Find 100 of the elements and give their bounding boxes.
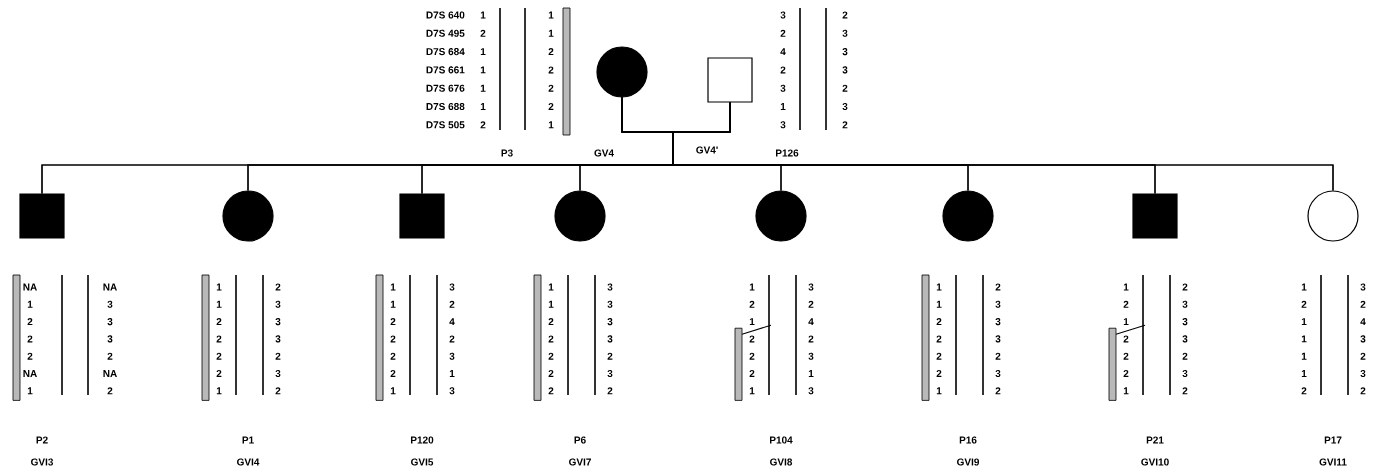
allele-number: 3 (1182, 318, 1188, 326)
allele-number: 1 (1301, 318, 1307, 326)
individual-label: GVI4 (237, 458, 260, 466)
allele-number: 3 (1182, 369, 1188, 378)
allele-number: 1 (808, 370, 814, 377)
allele-number: 2 (1123, 370, 1129, 377)
allele-number: 1 (1301, 335, 1307, 343)
allele-number: 1 (449, 370, 455, 377)
allele-number: 2 (842, 121, 848, 129)
allele-number: 2 (749, 370, 755, 377)
allele-number: 1 (480, 84, 486, 92)
allele-number: 2 (216, 335, 222, 343)
allele-number: 2 (548, 84, 554, 92)
square-symbol (1132, 193, 1178, 239)
allele-number: 2 (275, 352, 281, 360)
allele-number: 3 (607, 318, 613, 326)
allele-number: 2 (390, 370, 396, 377)
allele-number: 1 (480, 103, 486, 110)
circle-symbol (755, 190, 807, 242)
allele-number: 1 (390, 283, 396, 291)
allele-number: 1 (1301, 352, 1307, 360)
allele-number: 2 (548, 318, 554, 326)
allele-number: 2 (607, 387, 613, 395)
allele-number: 2 (1182, 387, 1188, 395)
allele-number: 3 (808, 283, 814, 291)
allele-number: 4 (780, 48, 786, 56)
allele-number: 2 (27, 335, 33, 343)
allele-number: 3 (275, 369, 281, 378)
allele-number: 1 (780, 103, 786, 110)
allele-number: NA (23, 370, 37, 377)
allele-number: 3 (449, 352, 455, 360)
individual-label: P120 (411, 436, 434, 444)
allele-number: 2 (390, 318, 396, 326)
allele-number: 2 (780, 66, 786, 74)
individual-label: P21 (1146, 436, 1164, 444)
allele-number: 2 (1301, 387, 1307, 395)
allele-number: 1 (1123, 283, 1129, 291)
allele-number: 2 (1123, 335, 1129, 343)
allele-number: NA (103, 283, 117, 291)
allele-number: 3 (1360, 369, 1366, 378)
allele-number: 3 (607, 300, 613, 308)
allele-number: 1 (27, 387, 33, 395)
allele-number: 1 (1123, 318, 1129, 326)
allele-number: 2 (607, 352, 613, 360)
allele-number: 3 (995, 318, 1001, 326)
allele-number: 2 (480, 121, 486, 129)
allele-number: 3 (1360, 283, 1366, 291)
allele-number: 3 (780, 11, 786, 19)
allele-number: 2 (749, 335, 755, 343)
allele-number: 2 (1360, 300, 1366, 308)
marker-label: D7S 495 (426, 29, 465, 37)
individual-label: GVI11 (1319, 458, 1347, 466)
allele-number: 4 (1360, 318, 1366, 326)
allele-number: 2 (548, 66, 554, 74)
individual-label: P17 (1324, 436, 1342, 444)
allele-number: 3 (449, 387, 455, 395)
circle-symbol (554, 190, 606, 242)
allele-number: 2 (936, 318, 942, 326)
allele-number: 2 (1360, 352, 1366, 360)
allele-number: 3 (1182, 335, 1188, 343)
allele-number: 2 (1123, 352, 1129, 360)
allele-number: 2 (1182, 352, 1188, 360)
circle-symbol (596, 46, 648, 98)
allele-number: 3 (607, 369, 613, 378)
individual-label: P104 (770, 436, 793, 444)
allele-number: 3 (1360, 335, 1366, 343)
marker-label: D7S 684 (426, 48, 465, 56)
allele-number: 3 (1182, 300, 1188, 308)
allele-number: 3 (107, 318, 113, 326)
allele-number: 1 (548, 300, 554, 308)
allele-number: NA (23, 283, 37, 291)
allele-number: 2 (808, 335, 814, 343)
allele-number: 1 (749, 283, 755, 291)
allele-number: 1 (480, 48, 486, 56)
allele-number: 2 (995, 387, 1001, 395)
square-symbol (399, 193, 445, 239)
allele-number: 1 (936, 300, 942, 308)
individual-label: P1 (242, 436, 254, 444)
allele-number: 2 (449, 335, 455, 343)
allele-number: 1 (27, 300, 33, 308)
allele-number: 2 (1301, 300, 1307, 308)
individual-label: GVI5 (411, 458, 434, 466)
allele-number: 2 (216, 352, 222, 360)
allele-number: 3 (275, 300, 281, 308)
circle-symbol (942, 190, 994, 242)
allele-number: NA (103, 370, 117, 377)
allele-number: 1 (548, 29, 554, 37)
allele-number: 1 (749, 387, 755, 395)
allele-number: 1 (1301, 283, 1307, 291)
allele-number: 2 (390, 335, 396, 343)
marker-label: D7S 688 (426, 102, 465, 111)
allele-number: 2 (548, 103, 554, 110)
allele-number: 2 (1123, 300, 1129, 308)
allele-number: 1 (548, 283, 554, 291)
allele-number: 2 (1360, 387, 1366, 395)
allele-number: 1 (936, 283, 942, 291)
individual-label: GVI3 (31, 458, 54, 466)
allele-number: 1 (1301, 370, 1307, 377)
individual-label: GVI10 (1141, 458, 1169, 466)
allele-number: 1 (480, 66, 486, 74)
